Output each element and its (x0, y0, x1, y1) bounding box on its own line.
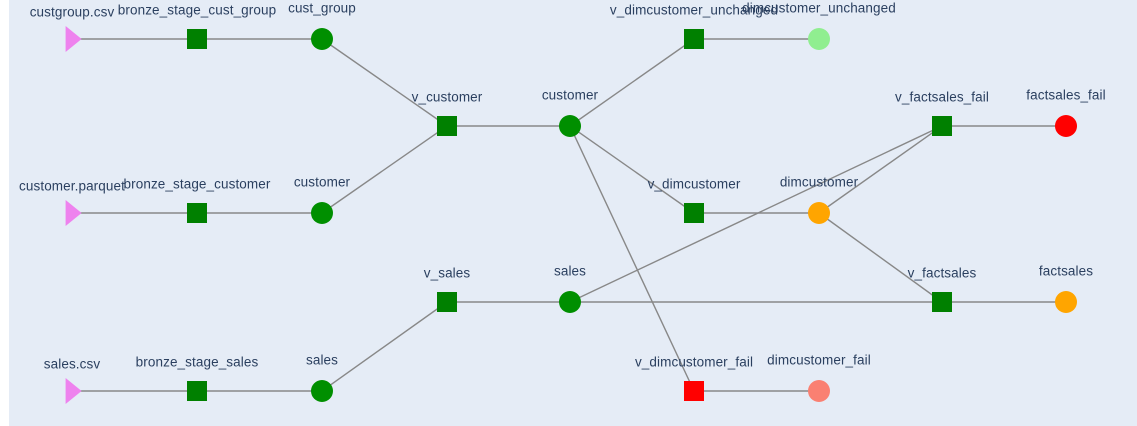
node-label-sales_bronze: sales (305, 352, 339, 368)
node-label-sales_csv: sales.csv (43, 356, 101, 371)
node-dimcustomer[interactable] (808, 202, 830, 224)
node-v_factsales_fail[interactable] (932, 116, 952, 136)
graph-edge (569, 125, 943, 303)
node-v_customer[interactable] (437, 116, 457, 136)
node-label-customer_parquet: customer.parquet (19, 178, 125, 193)
node-bronze_stage_sales[interactable] (187, 381, 207, 401)
node-label-dimcustomer_fail: dimcustomer_fail (767, 352, 871, 368)
node-v_dimcustomer_fail[interactable] (684, 381, 704, 401)
node-label-bronze_stage_cust_group: bronze_stage_cust_group (117, 2, 277, 18)
node-label-bronze_stage_sales: bronze_stage_sales (135, 354, 259, 370)
node-label-v_factsales_fail: v_factsales_fail (895, 89, 989, 105)
node-cust_group[interactable] (311, 28, 333, 50)
node-customer_parquet[interactable] (65, 200, 82, 226)
node-label-dimcustomer_unchanged: dimcustomer_unchanged (742, 0, 896, 16)
graph-edge (818, 125, 943, 214)
node-factsales_fail[interactable] (1055, 115, 1077, 137)
node-label-factsales_fail: factsales_fail (1026, 87, 1106, 103)
node-label-v_dimcustomer_unchanged: v_dimcustomer_unchanged (609, 2, 779, 18)
node-label-dimcustomer: dimcustomer (779, 174, 859, 190)
node-sales_ds[interactable] (559, 291, 581, 313)
node-dimcustomer_fail[interactable] (808, 380, 830, 402)
node-label-bronze_stage_customer: bronze_stage_customer (123, 176, 271, 192)
graph-edge (321, 301, 448, 392)
node-label-customer_bronze: customer (293, 174, 351, 190)
graph-edge (569, 38, 695, 127)
node-label-cust_group: cust_group (288, 0, 356, 16)
node-v_factsales[interactable] (932, 292, 952, 312)
graph-edge (321, 38, 448, 127)
node-label-factsales: factsales (1038, 263, 1094, 279)
node-label-v_dimcustomer_fail: v_dimcustomer_fail (634, 354, 754, 370)
node-label-v_sales: v_sales (423, 265, 471, 281)
graph-edge (569, 125, 695, 392)
node-label-customer_ds: customer (541, 87, 599, 103)
graph-edge (569, 125, 695, 214)
node-custgroup_csv[interactable] (65, 26, 82, 52)
node-label-v_factsales: v_factsales (907, 265, 977, 281)
node-sales_csv[interactable] (65, 378, 82, 404)
node-sales_bronze[interactable] (311, 380, 333, 402)
node-customer_bronze[interactable] (311, 202, 333, 224)
node-bronze_stage_cust_group[interactable] (187, 29, 207, 49)
node-dimcustomer_unchanged[interactable] (808, 28, 830, 50)
graph-edge (818, 212, 943, 303)
node-customer_ds[interactable] (559, 115, 581, 137)
node-label-custgroup_csv: custgroup.csv (29, 4, 115, 19)
node-label-sales_ds: sales (553, 263, 587, 279)
node-factsales[interactable] (1055, 291, 1077, 313)
node-v_sales[interactable] (437, 292, 457, 312)
node-v_dimcustomer[interactable] (684, 203, 704, 223)
node-label-v_dimcustomer: v_dimcustomer (647, 176, 741, 192)
graph-edge (321, 125, 448, 214)
node-label-v_customer: v_customer (411, 89, 483, 105)
node-v_dimcustomer_unchanged[interactable] (684, 29, 704, 49)
node-bronze_stage_customer[interactable] (187, 203, 207, 223)
